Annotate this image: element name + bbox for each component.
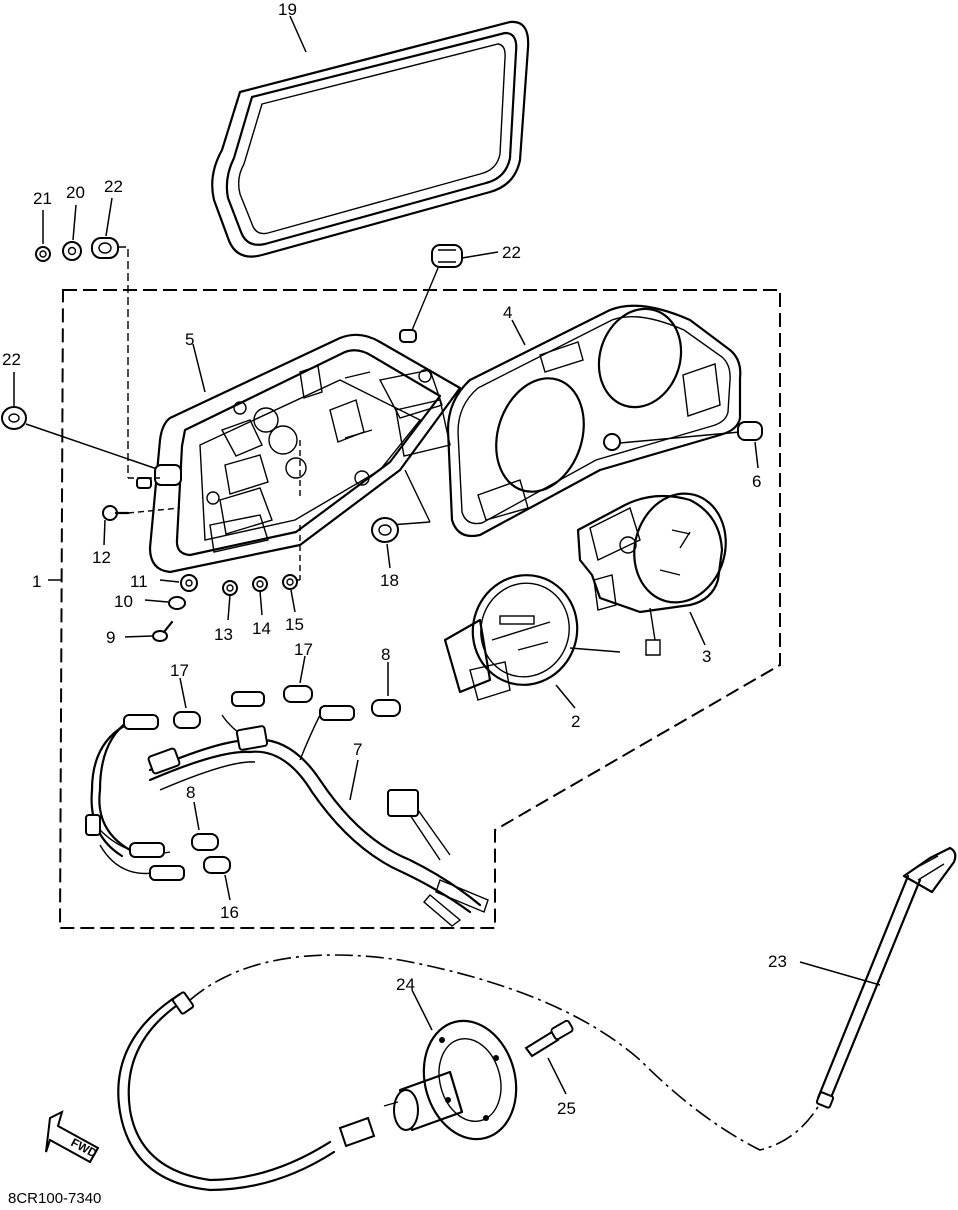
part-labels: 19 21 20 22 22 22 5 4 6 12 1 11 18 10 9 … bbox=[2, 0, 787, 1207]
label-2: 2 bbox=[571, 712, 580, 731]
label-17-left: 17 bbox=[170, 661, 189, 680]
part-19-gasket bbox=[211, 15, 530, 258]
label-20: 20 bbox=[66, 183, 85, 202]
part-7-wire-harness bbox=[85, 714, 489, 927]
label-14: 14 bbox=[252, 619, 271, 638]
label-21: 21 bbox=[33, 189, 52, 208]
part-24-gear-unit bbox=[338, 989, 518, 1148]
label-16: 16 bbox=[220, 903, 239, 922]
label-3: 3 bbox=[702, 647, 711, 666]
part-21-nut bbox=[35, 210, 51, 262]
part-12-screw bbox=[102, 505, 181, 546]
label-8-bottom: 8 bbox=[186, 783, 195, 802]
part-22-grommet-a bbox=[91, 197, 129, 478]
part-case-dampers bbox=[128, 464, 182, 489]
label-7: 7 bbox=[353, 740, 362, 759]
label-11: 11 bbox=[130, 572, 148, 591]
label-1: 1 bbox=[32, 572, 41, 591]
part-22-grommet-c bbox=[399, 244, 499, 343]
part-10-nut bbox=[144, 596, 186, 610]
part-11-nut bbox=[159, 574, 198, 592]
label-22-top-left: 22 bbox=[104, 177, 123, 196]
part-17-bulb-b bbox=[231, 655, 313, 707]
label-15: 15 bbox=[285, 615, 304, 634]
label-6: 6 bbox=[752, 472, 761, 491]
part-23-speedometer-cable bbox=[117, 846, 957, 1192]
label-19: 19 bbox=[278, 0, 297, 19]
part-4-meter-panel bbox=[446, 304, 742, 538]
part-25-pin bbox=[524, 1019, 574, 1095]
label-23: 23 bbox=[768, 952, 787, 971]
fwd-arrow: FWD bbox=[45, 1110, 100, 1164]
label-17-right: 17 bbox=[294, 640, 313, 659]
diagram-code: 8CR100-7340 bbox=[8, 1190, 101, 1207]
part-22-grommet-b bbox=[1, 372, 161, 471]
part-15-washer bbox=[282, 574, 298, 613]
part-16-bulb bbox=[149, 856, 231, 901]
part-18-grommet bbox=[371, 517, 399, 569]
part-8-bulb-b bbox=[129, 801, 219, 858]
label-9: 9 bbox=[106, 628, 115, 647]
label-8-top: 8 bbox=[381, 645, 390, 664]
label-5: 5 bbox=[185, 330, 194, 349]
label-4: 4 bbox=[503, 303, 512, 322]
label-12: 12 bbox=[92, 548, 111, 567]
part-6-cap bbox=[737, 421, 763, 469]
part-5-meter-case bbox=[148, 333, 462, 581]
part-8-bulb-a bbox=[319, 662, 401, 721]
label-10: 10 bbox=[114, 592, 133, 611]
label-24: 24 bbox=[396, 975, 415, 994]
part-14-washer bbox=[252, 576, 268, 616]
part-2-speedometer bbox=[443, 574, 621, 709]
label-22-top-middle: 22 bbox=[502, 243, 521, 262]
part-20-washer bbox=[62, 204, 82, 261]
label-18: 18 bbox=[380, 571, 399, 590]
part-9-screw bbox=[124, 620, 174, 642]
label-22-left: 22 bbox=[2, 350, 21, 369]
assembly-boundary bbox=[58, 289, 781, 929]
label-25: 25 bbox=[557, 1099, 576, 1118]
part-3-gauge-assembly bbox=[576, 492, 727, 656]
part-17-bulb-a bbox=[123, 677, 201, 730]
label-13: 13 bbox=[214, 625, 233, 644]
part-13-nut bbox=[222, 580, 238, 621]
